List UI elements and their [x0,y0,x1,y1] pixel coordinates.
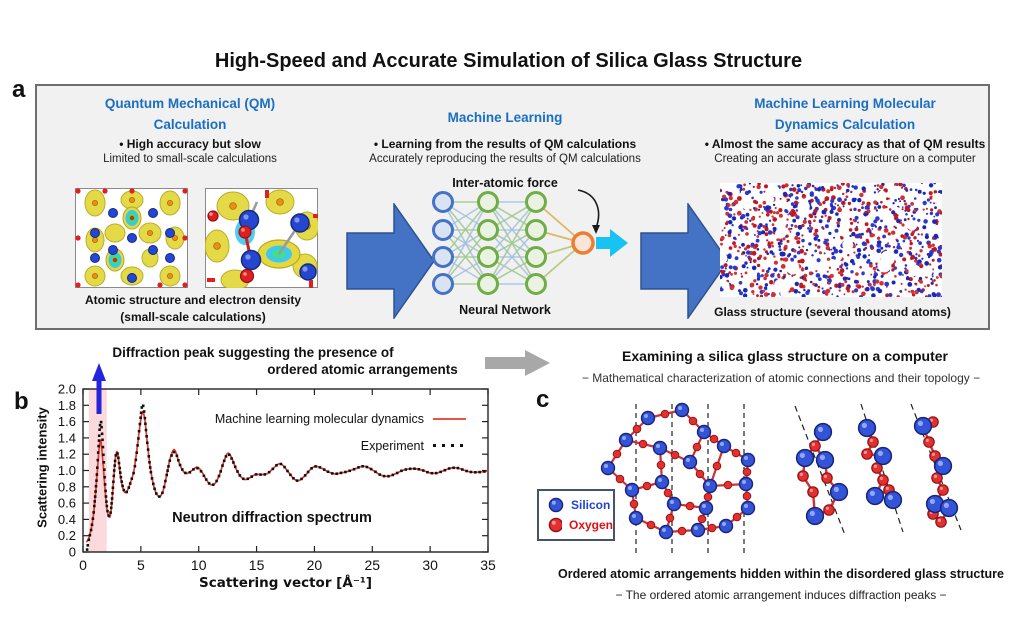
figure-title: High-Speed and Accurate Simulation of Si… [214,50,803,72]
svg-text:Experiment: Experiment [361,439,425,453]
glass-structure-image [714,181,944,302]
neural-network-label: Neural Network [459,303,551,317]
panel-b-title-line1: Diffraction peak suggesting the presence… [112,345,394,360]
oxygen-label: Oxygen [568,518,613,532]
oxygen-atom-icon [548,517,562,533]
qm-sub: Limited to small-scale calculations [103,153,277,165]
mlmd-heading-line1: Machine Learning Molecular [754,96,936,111]
panel-a-label: a [12,76,26,103]
svg-text:0.8: 0.8 [58,479,76,494]
svg-text:1.2: 1.2 [58,447,76,462]
legend-row-oxygen: Oxygen [548,517,613,533]
svg-text:Neutron diffraction spectrum: Neutron diffraction spectrum [172,510,372,526]
mlmd-heading-line2: Dynamics Calculation [774,117,916,132]
silicon-atom-icon [548,497,564,513]
ml-sub: Accurately reproducing the results of QM… [369,153,641,165]
svg-text:10: 10 [191,557,207,573]
mlmd-heading: Machine Learning Molecular Dynamics Calc… [710,93,980,135]
qm-structure-image-1 [75,188,188,293]
qm-caption-line2: (small-scale calculations) [120,310,266,324]
svg-text:30: 30 [422,557,438,573]
svg-text:Scattering vector [Å⁻¹]: Scattering vector [Å⁻¹] [199,574,372,591]
svg-text:0: 0 [69,545,76,560]
svg-text:1.0: 1.0 [58,463,76,478]
svg-text:0.4: 0.4 [58,512,76,527]
svg-text:5: 5 [137,557,145,573]
diffraction-peak-pointer-arrow-icon [89,360,109,421]
panel-c-subtitle: − Mathematical characterization of atomi… [581,371,981,385]
ring-network-diagram [598,402,768,572]
panel-b-label: b [14,388,29,415]
flow-arrow-1-icon [346,201,436,324]
svg-text:25: 25 [364,557,380,573]
svg-text:35: 35 [480,557,496,573]
atom-legend: Silicon Oxygen [537,489,615,541]
glass-caption: Glass structure (several thousand atoms) [714,305,951,319]
legend-row-silicon: Silicon [548,497,613,513]
qm-caption: Atomic structure and electron density (s… [58,292,328,326]
svg-text:Machine learning molecular dyn: Machine learning molecular dynamics [215,412,424,426]
inter-atomic-force-label: Inter-atomic force [452,176,558,190]
svg-text:20: 20 [307,557,323,573]
svg-text:0.2: 0.2 [58,528,76,543]
svg-text:15: 15 [249,557,265,573]
qm-heading-line1: Quantum Mechanical (QM) [104,96,276,111]
mlmd-bullet: • Almost the same accuracy as that of QM… [704,137,986,151]
flow-arrow-2-icon [640,201,730,324]
ml-heading: Machine Learning [447,110,563,125]
svg-text:0: 0 [79,557,87,573]
panel-c-caption: Ordered atomic arrangements hidden withi… [558,567,1004,581]
panel-c-subcaption: − The ordered atomic arrangement induces… [615,588,947,602]
panel-c-title: Examining a silica glass structure on a … [622,348,948,364]
ml-bullet: • Learning from the results of QM calcul… [373,137,637,151]
qm-heading: Quantum Mechanical (QM) Calculation [70,93,310,135]
qm-structure-image-2 [204,188,321,293]
qm-heading-line2: Calculation [153,117,227,132]
svg-text:2.0: 2.0 [58,384,76,397]
qm-caption-line1: Atomic structure and electron density [84,293,302,307]
panel-c-label: c [536,386,550,413]
mlmd-sub: Creating an accurate glass structure on … [714,153,976,165]
svg-text:1.8: 1.8 [58,398,76,413]
panel-b-title-line2: ordered atomic arrangements [267,362,458,377]
silicon-label: Silicon [571,498,611,512]
qm-bullet: • High accuracy but slow [119,137,261,151]
svg-text:1.4: 1.4 [58,430,76,445]
svg-text:1.6: 1.6 [58,414,76,429]
neural-network-diagram [428,188,638,311]
ordered-arrangement-clusters-diagram [783,400,988,585]
svg-text:0.6: 0.6 [58,496,76,511]
section-link-arrow-icon [484,349,552,382]
